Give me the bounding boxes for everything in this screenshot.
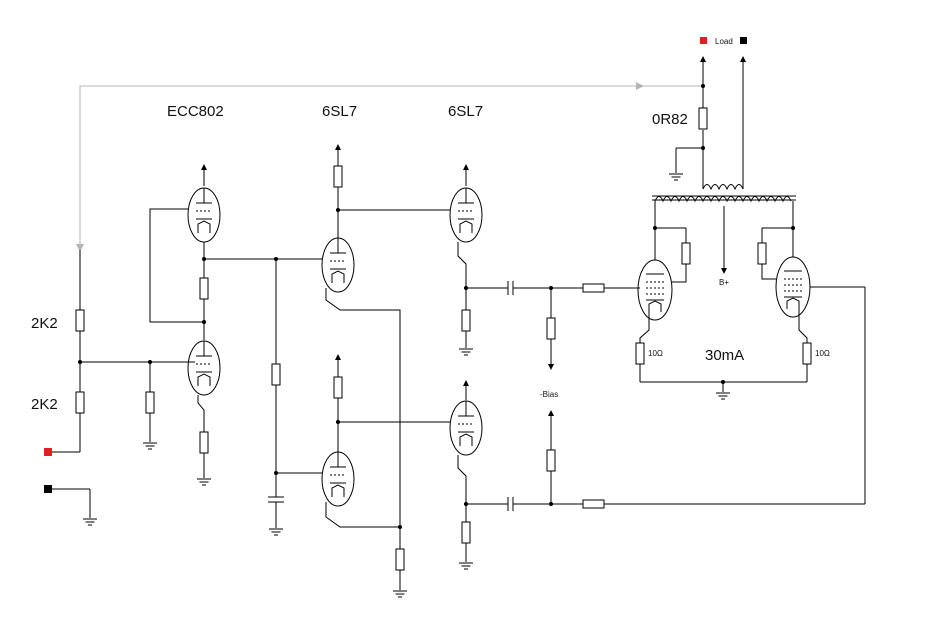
feedback-line (76, 82, 703, 252)
tube-ecc802-upper (149, 164, 221, 323)
output-pentode-right (757, 201, 812, 382)
output-pentode-left (635, 201, 691, 382)
resistor-0r82 (698, 107, 708, 130)
resistor-label-upper: 2K2 (31, 315, 58, 332)
sense-resistor-label: 0R82 (652, 111, 688, 128)
resistor-label-lower: 2K2 (31, 396, 58, 413)
input-terminal-hot[interactable] (44, 448, 52, 456)
load-terminal-cold[interactable] (740, 37, 747, 44)
tube-6sl7-b-lower (449, 380, 508, 570)
cathode-return (640, 380, 807, 400)
tube-label-6sl7-a: 6SL7 (322, 103, 357, 120)
coupling-and-bias (507, 281, 866, 511)
load-terminal-hot[interactable] (700, 37, 707, 44)
bias-label: -Bias (540, 390, 558, 399)
resistor-2k2-lower (75, 391, 85, 414)
input-network (52, 250, 195, 526)
tube-6sl7-b-upper (449, 164, 508, 356)
tube-6sl7-a-lower (321, 354, 450, 598)
interstage-wiring (204, 257, 322, 536)
input-terminal-cold[interactable] (44, 485, 52, 493)
tube-label-6sl7-b: 6SL7 (448, 103, 483, 120)
cathode-resistor-label-right: 10Ω (815, 349, 830, 358)
tube-label-ecc802: ECC802 (167, 103, 224, 120)
b-plus-label: B+ (719, 278, 729, 287)
load-label: Load (715, 37, 733, 46)
tube-ecc802-lower (187, 259, 221, 486)
cathode-resistor-label-left: 10Ω (648, 349, 663, 358)
sense-resistor-network (668, 56, 708, 181)
resistor-2k2-upper (75, 309, 85, 332)
current-label: 30mA (705, 347, 744, 364)
output-transformer (652, 56, 796, 274)
tube-6sl7-a-upper (321, 144, 450, 527)
